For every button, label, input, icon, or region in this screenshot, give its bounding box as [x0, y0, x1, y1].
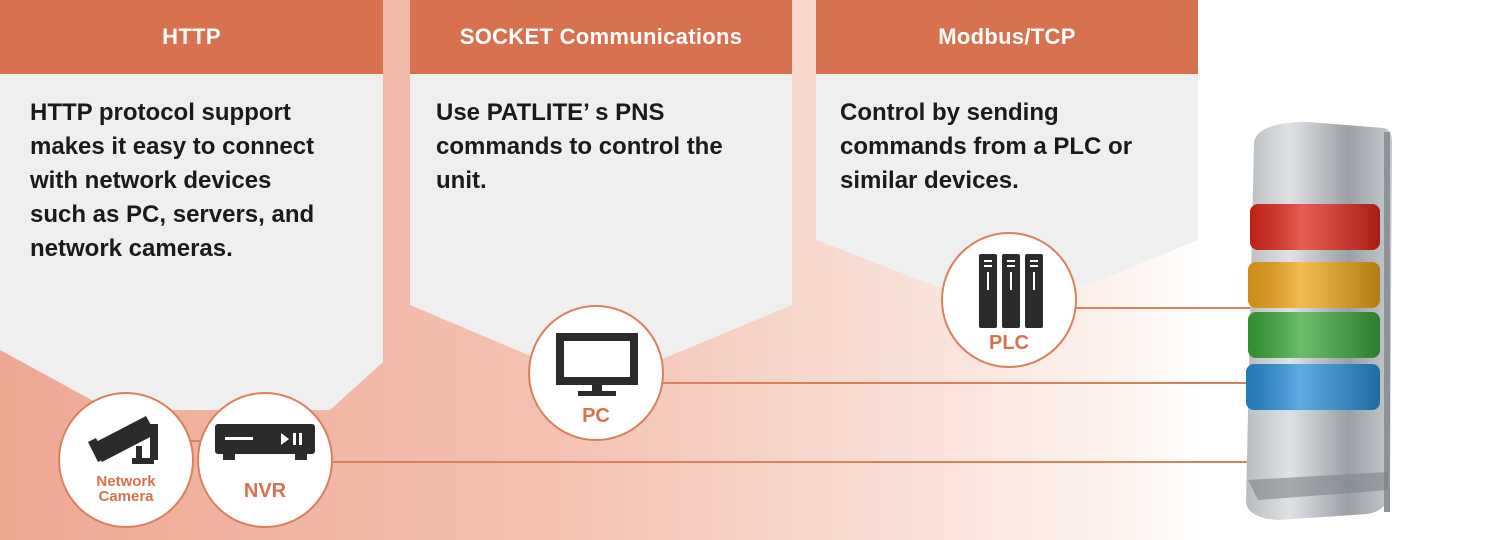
pc-node: PC [528, 305, 664, 441]
plc-label: PLC [989, 332, 1029, 354]
plc-node: PLC [941, 232, 1077, 368]
nvr-node: NVR [197, 392, 333, 528]
pc-label: PC [582, 405, 610, 427]
http-card-title: HTTP [0, 0, 383, 74]
http-card: HTTP HTTP protocol support makes it easy… [0, 0, 383, 410]
http-card-body: HTTP protocol support makes it easy to c… [30, 99, 315, 262]
plc-connection-line [1070, 307, 1265, 309]
plc-icon [979, 254, 1043, 328]
network-camera-node: Network Camera [58, 392, 194, 528]
nvr-connection-line [322, 461, 1265, 463]
signal-tower [1238, 112, 1408, 524]
camera-nvr-connection-line [180, 440, 210, 442]
modbus-card-body: Control by sending commands from a PLC o… [840, 99, 1133, 194]
socket-card-title: SOCKET Communications [410, 0, 792, 74]
monitor-icon [556, 333, 638, 397]
nvr-icon [215, 424, 315, 462]
nvr-label: NVR [243, 480, 287, 502]
camera-icon [84, 410, 170, 472]
network-camera-label: Network Camera [96, 473, 156, 505]
socket-card-body: Use PATLITE’ s PNS commands to control t… [436, 99, 723, 194]
socket-card: SOCKET Communications Use PATLITE’ s PNS… [410, 0, 792, 360]
signal-tower-graphic [1246, 122, 1392, 520]
modbus-card-title: Modbus/TCP [816, 0, 1198, 74]
pc-connection-line [660, 382, 1265, 384]
